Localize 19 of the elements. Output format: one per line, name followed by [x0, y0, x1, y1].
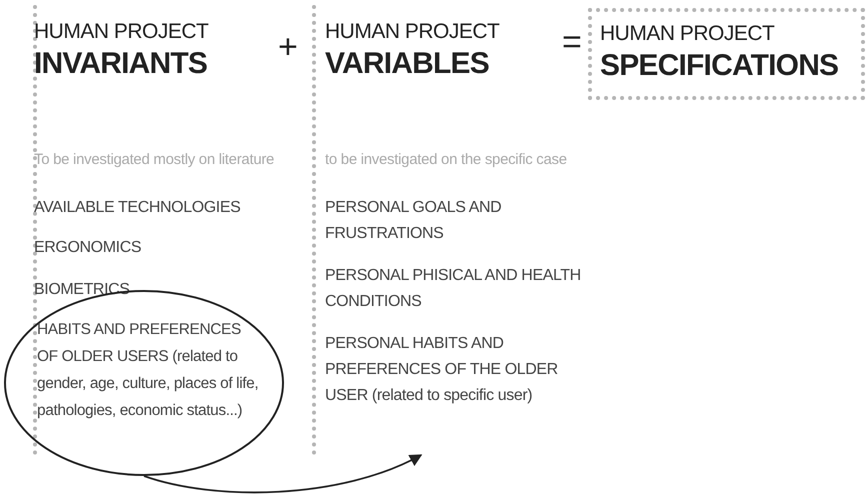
operator-sign: +: [278, 30, 298, 64]
note-text: to be investigated on the specific case: [325, 150, 568, 170]
heading-title: INVARIANTS: [34, 47, 208, 81]
heading-text: HUMAN PROJECT: [600, 22, 774, 46]
list-item: PERSONAL GOALS AND FRUSTRATIONS: [325, 198, 502, 244]
operator-sign: =: [562, 25, 582, 59]
heading-text: HUMAN PROJECT: [34, 20, 208, 44]
list-item: BIOMETRICS: [34, 280, 131, 300]
list-item: AVAILABLE TECHNOLOGIES: [34, 198, 242, 218]
heading-title: VARIABLES: [325, 47, 489, 81]
curved-arrow: [144, 454, 422, 494]
note-text: To be investigated mostly on literature: [34, 150, 276, 170]
specification-frame: [588, 8, 865, 100]
list-item: PERSONAL PHISICAL AND HEALTH CONDITIONS: [325, 266, 582, 312]
list-item: ERGONOMICS: [34, 238, 142, 258]
list-item: HABITS AND PREFERENCES OF OLDER USERS (related to gender, age, culture, places of life, pathologies, economic status...): [37, 320, 260, 421]
list-item: PERSONAL HABITS AND PREFERENCES OF THE OLDER USER (related to specific user): [325, 334, 559, 406]
heading-title: SPECIFICATIONS: [600, 49, 838, 83]
heading-text: HUMAN PROJECT: [325, 20, 500, 44]
